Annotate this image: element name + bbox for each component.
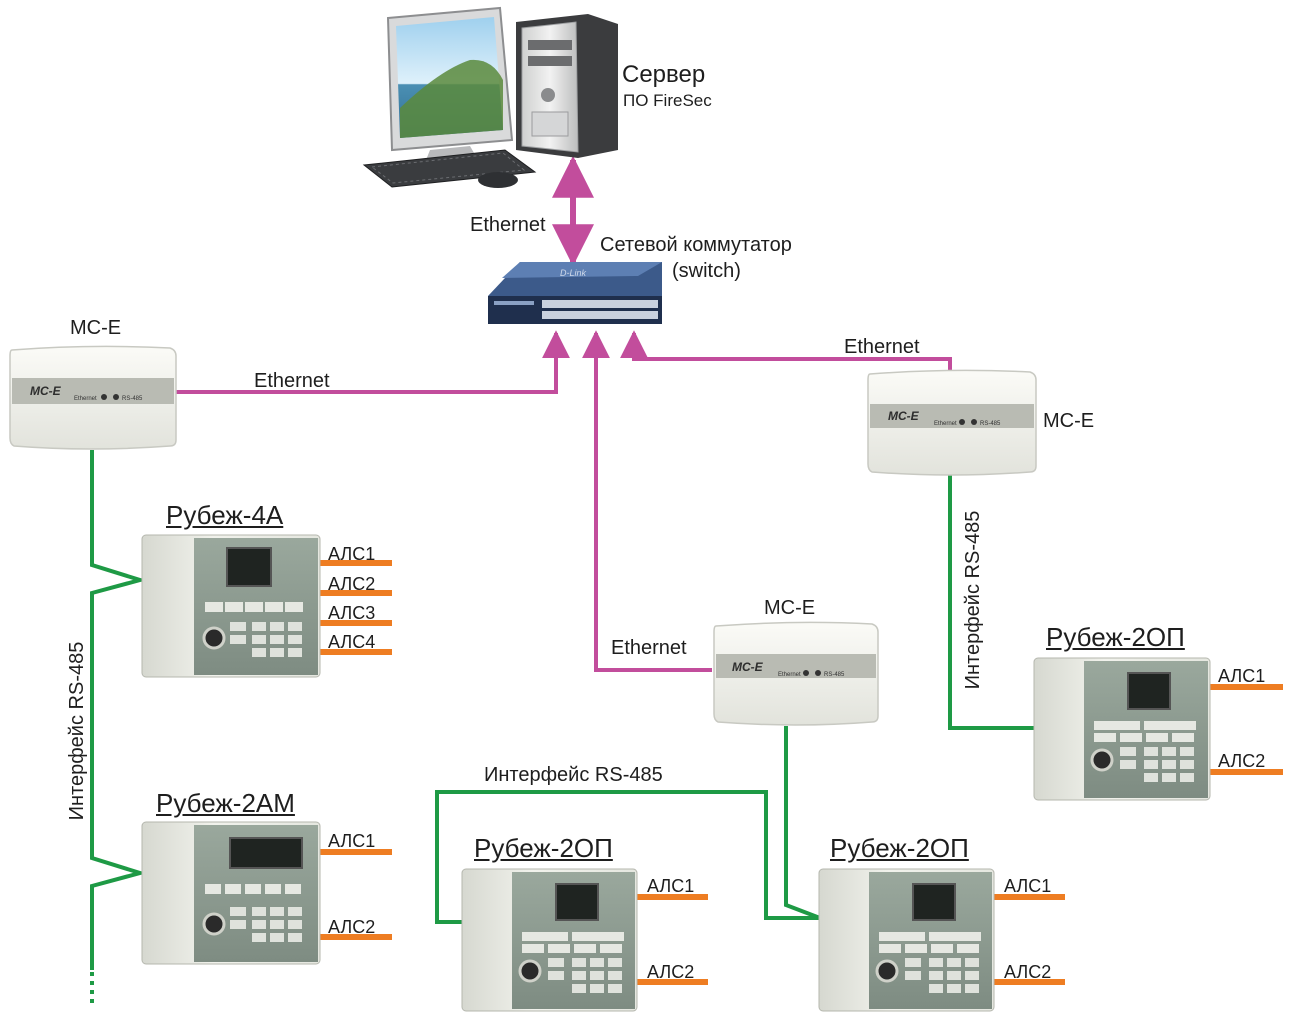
module-brand: MC-E [30, 384, 62, 398]
device-title-rubezh-4a: Рубеж-4А [166, 500, 284, 530]
als-label: АЛС2 [647, 962, 695, 982]
server-subtitle: ПО FireSec [623, 91, 712, 110]
module-port-ethernet: Ethernet [934, 421, 957, 427]
panel-rubezh-2op-far [1033, 657, 1211, 801]
panel-rubezh-4a [141, 534, 321, 678]
als-label: АЛС1 [1218, 666, 1266, 686]
als-label: АЛС2 [1218, 751, 1266, 771]
rs485-label-right: Интерфейс RS-485 [962, 510, 984, 690]
network-switch: D-Link [488, 262, 662, 324]
mc-e-left-label: МС-Е [70, 317, 122, 339]
panel-rubezh-2op-right [818, 868, 995, 1012]
rs485-bus-right [948, 474, 1036, 730]
als-label: АЛС4 [328, 632, 376, 652]
ethernet-link-right [620, 330, 952, 372]
rs485-bus-left [90, 450, 148, 970]
switch-label-line2: (switch) [672, 260, 741, 282]
module-port-ethernet: Ethernet [74, 396, 97, 402]
module-port-rs485: RS-485 [824, 672, 845, 678]
als-label: АЛС1 [328, 831, 376, 851]
mc-e-module-right: MC-E Ethernet RS-485 [867, 369, 1037, 476]
module-port-ethernet: Ethernet [778, 672, 801, 678]
device-title-rubezh-2op-center: Рубеж-2ОП [474, 833, 613, 863]
module-brand: MC-E [732, 660, 764, 674]
keyboard-icon [362, 149, 537, 188]
mc-e-middle-label: МС-Е [764, 597, 816, 619]
als-lines [320, 560, 1283, 985]
module-port-rs485: RS-485 [122, 396, 143, 402]
als-label: АЛС3 [328, 603, 376, 623]
als-label: АЛС1 [647, 876, 695, 896]
ethernet-link-middle [582, 330, 712, 672]
ethernet-link-left [176, 330, 570, 394]
module-brand: MC-E [888, 409, 920, 423]
als-label: АЛС2 [328, 574, 376, 594]
panel-rubezh-2op-center [461, 868, 638, 1012]
ethernet-label-server: Ethernet [470, 214, 546, 236]
device-title-rubezh-2am: Рубеж-2АМ [156, 788, 295, 818]
ethernet-label-middle: Ethernet [611, 637, 687, 659]
server-computer [362, 6, 618, 188]
device-title-rubezh-2op-far: Рубеж-2ОП [1046, 622, 1185, 652]
device-title-rubezh-2op-right: Рубеж-2ОП [830, 833, 969, 863]
mc-e-module-middle: MC-E Ethernet RS-485 [713, 621, 879, 726]
mouse-icon [478, 172, 518, 188]
rs485-label-left: Интерфейс RS-485 [66, 641, 88, 821]
tower-icon [516, 14, 618, 158]
module-port-rs485: RS-485 [980, 421, 1001, 427]
mc-e-module-left: MC-E Ethernet RS-485 [9, 345, 177, 450]
ethernet-label-left: Ethernet [254, 370, 330, 392]
als-label: АЛС2 [328, 917, 376, 937]
server-title: Сервер [622, 61, 706, 88]
panel-rubezh-2am [141, 821, 321, 965]
als-label: АЛС1 [328, 544, 376, 564]
rs485-label-middle: Интерфейс RS-485 [484, 764, 663, 786]
als-label: АЛС1 [1004, 876, 1052, 896]
connection-lines [90, 155, 1283, 1006]
switch-brand: D-Link [560, 268, 587, 278]
switch-label-line1: Сетевой коммутатор [600, 234, 792, 256]
als-label: АЛС2 [1004, 962, 1052, 982]
ethernet-label-right: Ethernet [844, 336, 920, 358]
monitor-icon [386, 6, 514, 165]
rs485-bus-middle-b [784, 726, 821, 920]
switch-ports [542, 300, 658, 319]
mc-e-right-label: МС-Е [1043, 410, 1095, 432]
rs485-bus-middle-a [435, 790, 820, 924]
